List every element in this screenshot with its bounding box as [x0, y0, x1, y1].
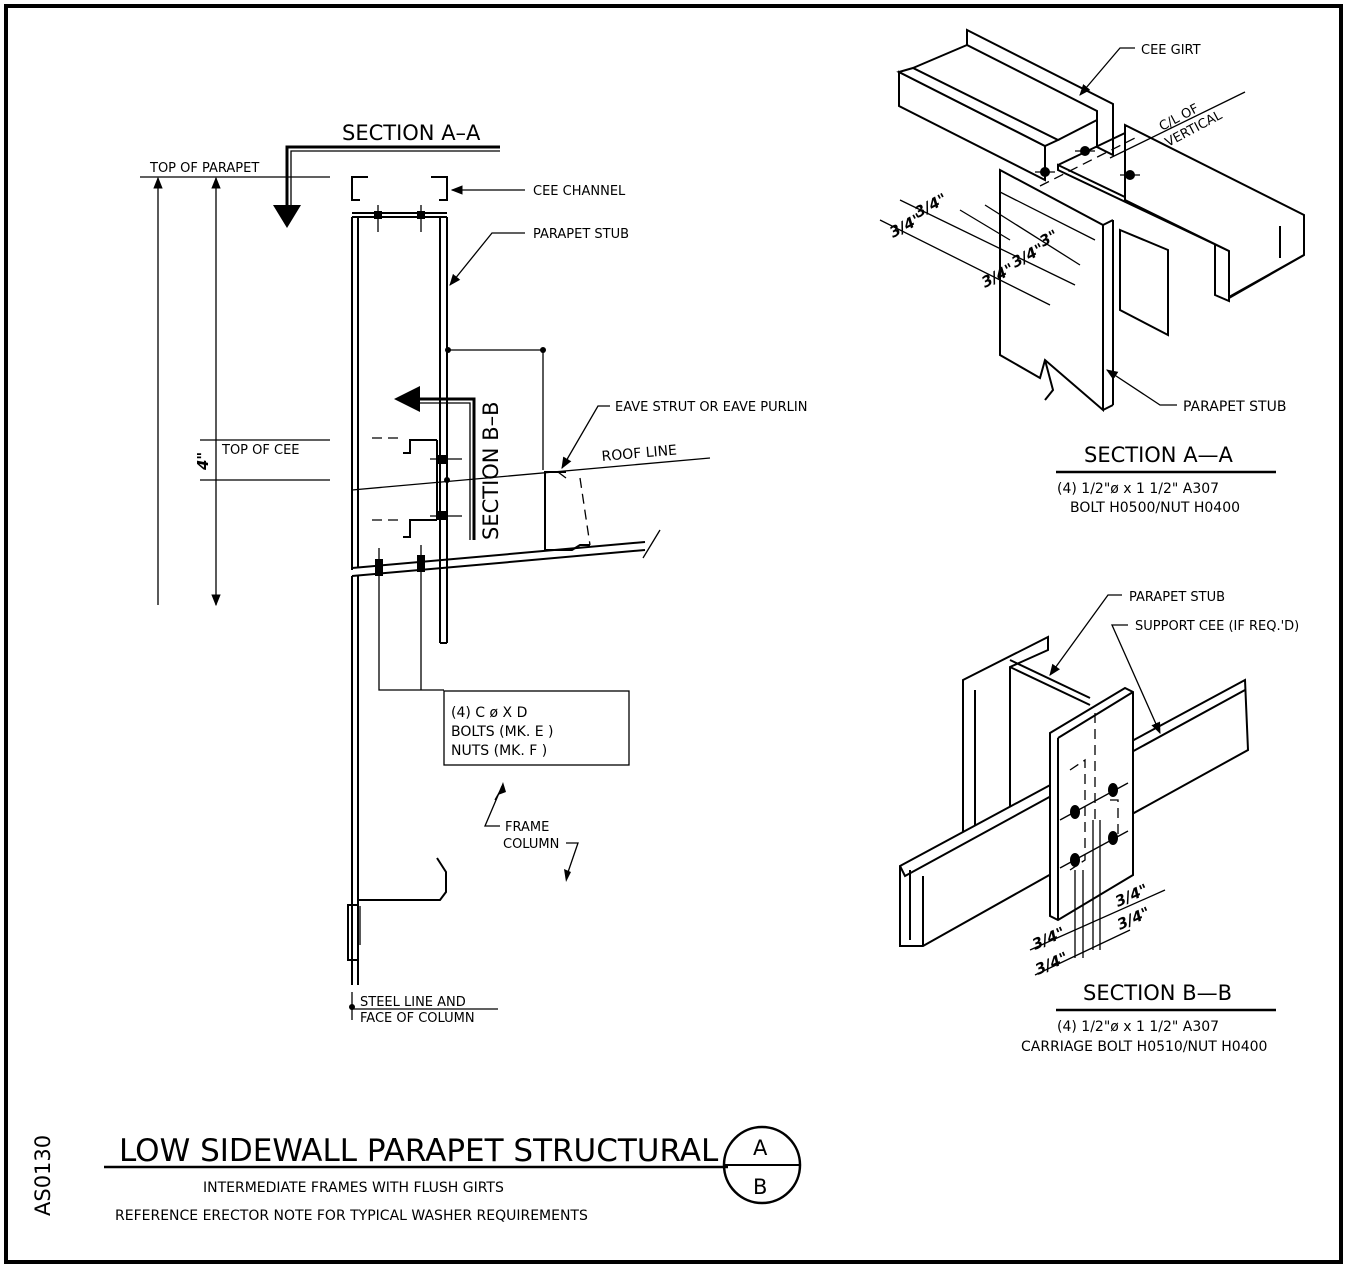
- title-subline-1: INTERMEDIATE FRAMES WITH FLUSH GIRTS: [203, 1180, 504, 1196]
- top-of-parapet-label: TOP OF PARAPET: [149, 161, 259, 176]
- cee-girt-label: CEE GIRT: [1141, 43, 1201, 58]
- bubble-bottom: B: [753, 1175, 767, 1199]
- sheet-border: [4, 4, 1343, 1264]
- section-bb-detail: 3/4" 3/4" 3/4" 3/4" PARAPET STUB SUPPORT…: [899, 590, 1299, 1055]
- bolt-note-line3: NUTS (MK. F ): [451, 743, 547, 759]
- bubble-top: A: [753, 1136, 768, 1160]
- section-aa-note-2: BOLT H0500/NUT H0400: [1070, 500, 1240, 516]
- section-aa-note-1: (4) 1/2"ø x 1 1/2" A307: [1057, 481, 1219, 497]
- title-subline-2: REFERENCE ERECTOR NOTE FOR TYPICAL WASHE…: [115, 1208, 588, 1224]
- top-of-cee-label: TOP OF CEE: [221, 443, 300, 458]
- section-bb-note-1: (4) 1/2"ø x 1 1/2" A307: [1057, 1019, 1219, 1035]
- section-bb-heading: SECTION B—B: [1083, 981, 1232, 1005]
- drawing-title: LOW SIDEWALL PARAPET STRUCTURAL: [119, 1133, 719, 1169]
- support-cee-label: SUPPORT CEE (IF REQ.'D): [1135, 619, 1299, 634]
- section-aa-heading: SECTION A—A: [1084, 443, 1234, 467]
- bb-parapet-stub-label: PARAPET STUB: [1129, 590, 1225, 605]
- section-aa-detail: 3/4" 3/4" 3" 3/4" 3/4" CEE GIRT C/L OF V…: [879, 28, 1305, 516]
- roof-line-label: ROOF LINE: [601, 442, 678, 465]
- section-a-label: SECTION A–A: [342, 121, 481, 145]
- bolt-note-box: [443, 690, 630, 766]
- title-block: AS0130 LOW SIDEWALL PARAPET STRUCTURAL A…: [31, 1125, 802, 1224]
- steel-line-label-2: FACE OF COLUMN: [360, 1011, 475, 1026]
- column-label: COLUMN: [503, 837, 559, 852]
- eave-strut-label: EAVE STRUT OR EAVE PURLIN: [615, 400, 807, 415]
- elevation-detail: SECTION A–A TOP OF PARAPET TOP OF CEE 4"…: [140, 121, 807, 1026]
- drawing-id: AS0130: [31, 1135, 55, 1216]
- section-bb-note-2: CARRIAGE BOLT H0510/NUT H0400: [1021, 1039, 1267, 1055]
- cee-channel-label: CEE CHANNEL: [533, 184, 626, 199]
- bolt-note-line2: BOLTS (MK. E ): [451, 724, 554, 740]
- section-b-marker: SECTION B–B: [394, 386, 503, 540]
- section-a-marker: SECTION A–A: [273, 121, 500, 228]
- dim-4in: 4": [194, 452, 212, 471]
- steel-line-label-1: STEEL LINE AND: [360, 995, 466, 1010]
- frame-label: FRAME: [505, 820, 549, 835]
- aa-parapet-stub-label: PARAPET STUB: [1183, 399, 1286, 415]
- bolt-note-line1: (4) C ø X D: [451, 705, 527, 721]
- section-b-label: SECTION B–B: [479, 401, 503, 540]
- parapet-stub-label: PARAPET STUB: [533, 227, 629, 242]
